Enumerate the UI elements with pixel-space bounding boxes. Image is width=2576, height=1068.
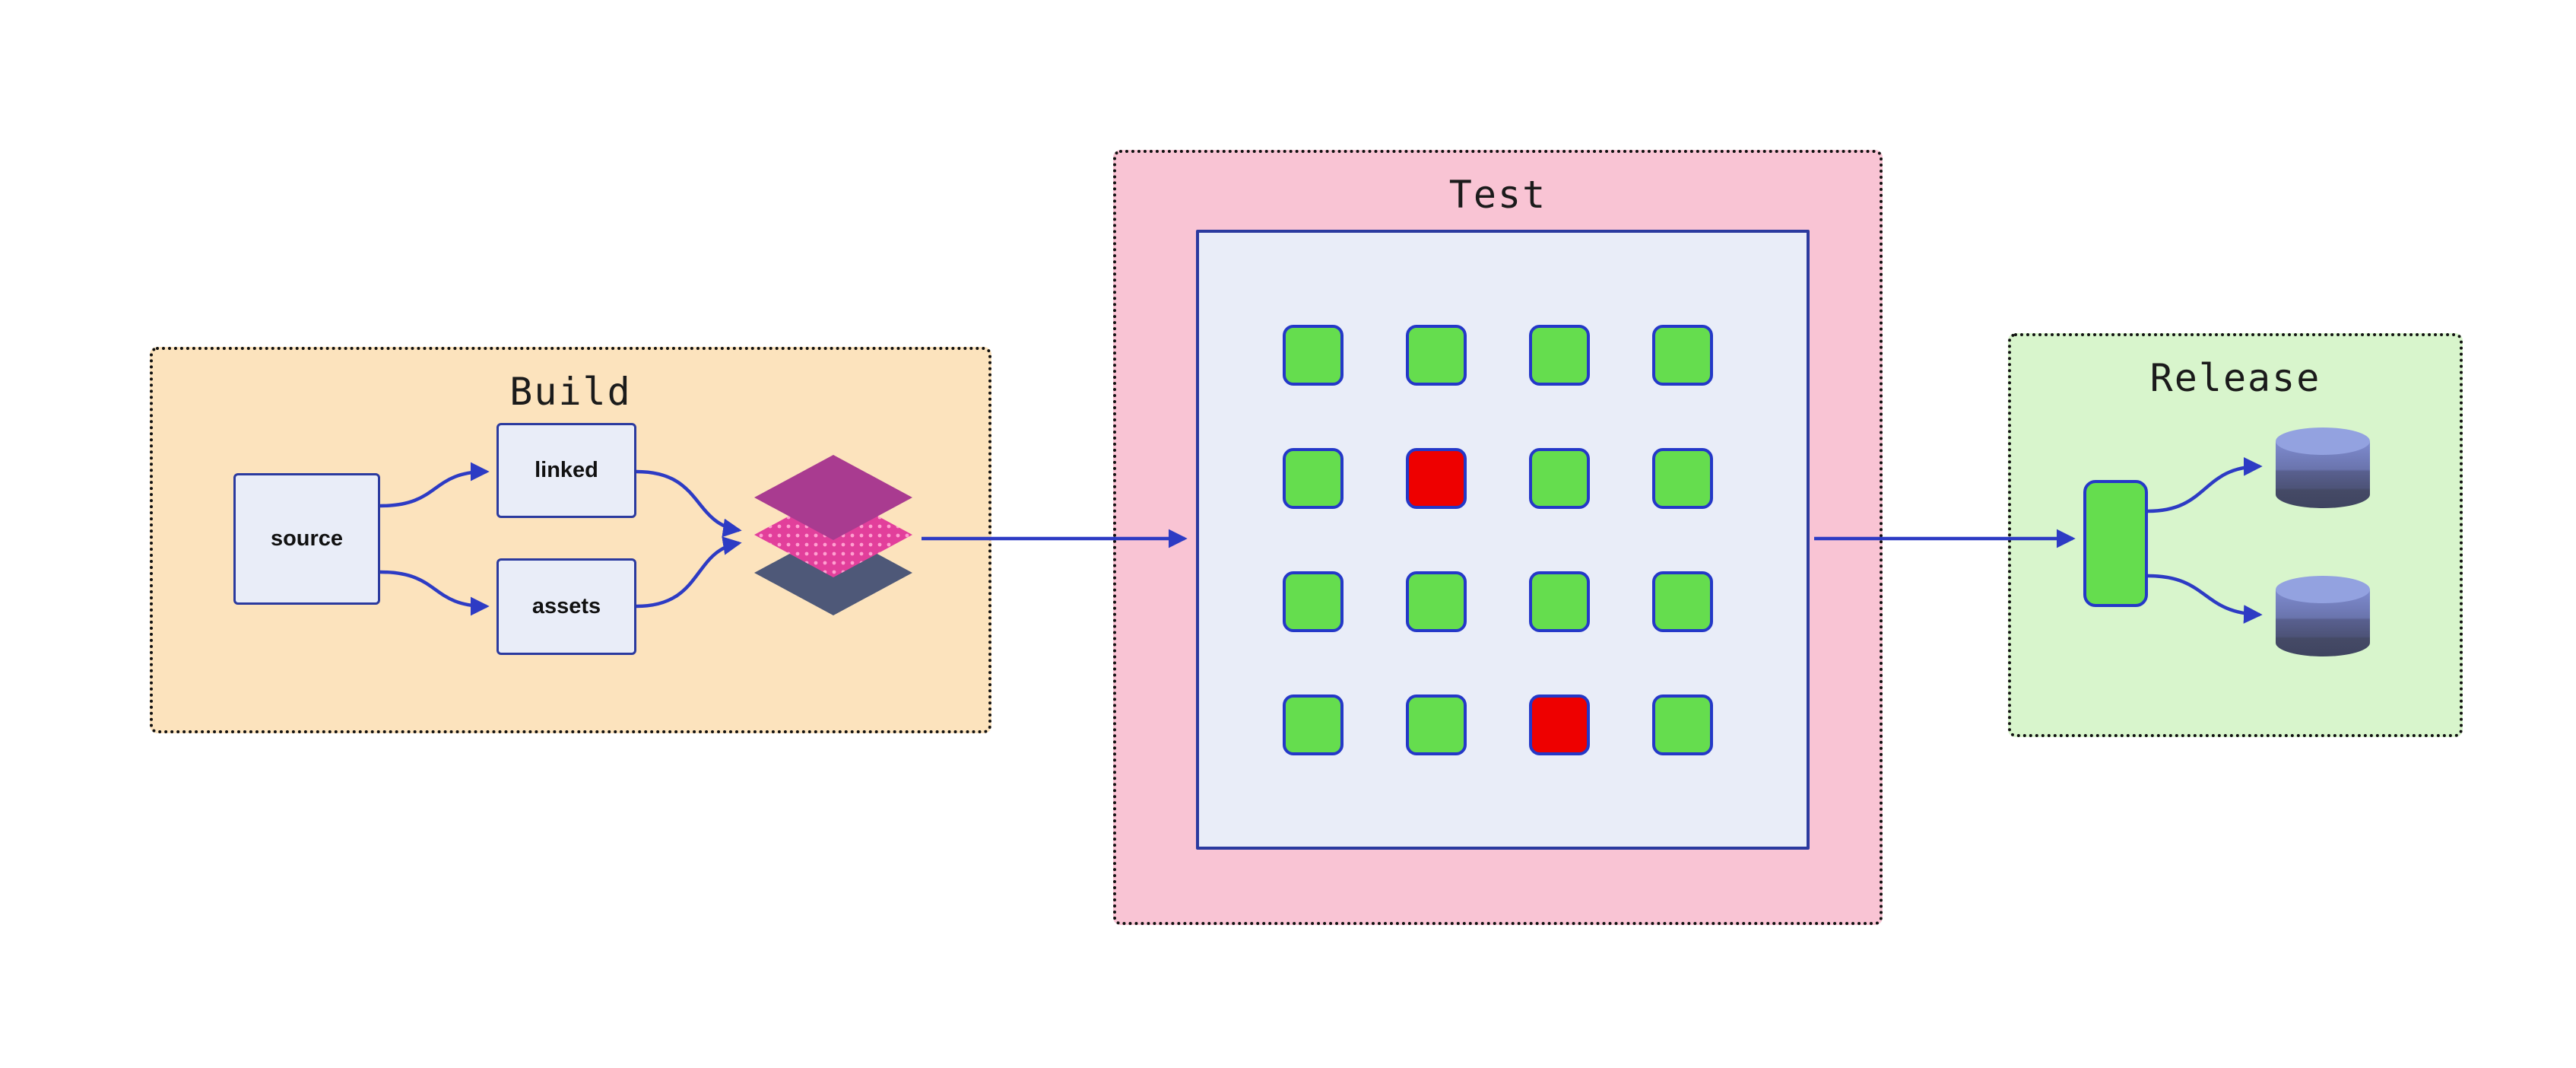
test-result-cell-pass: [1283, 571, 1344, 632]
test-stage-title: Test: [1448, 173, 1547, 217]
test-result-cell-pass: [1529, 448, 1590, 509]
build-stage-title: Build: [509, 370, 632, 414]
assets-node: assets: [496, 558, 636, 655]
test-result-cell-pass: [1406, 325, 1467, 386]
test-result-cell-pass: [1652, 571, 1713, 632]
test-result-grid: [1283, 325, 1713, 755]
test-result-cell-pass: [1406, 571, 1467, 632]
linked-node-label: linked: [535, 458, 598, 482]
test-result-cell-fail: [1529, 695, 1590, 755]
test-result-cell-pass: [1652, 448, 1713, 509]
test-result-cell-pass: [1529, 325, 1590, 386]
test-result-cell-pass: [1406, 695, 1467, 755]
artifact-icon: [2083, 480, 2148, 607]
test-result-cell-pass: [1652, 695, 1713, 755]
release-stage: Release: [2008, 333, 2463, 737]
test-result-cell-fail: [1406, 448, 1467, 509]
test-result-cell-pass: [1652, 325, 1713, 386]
test-result-cell-pass: [1283, 448, 1344, 509]
assets-node-label: assets: [531, 594, 601, 618]
source-node: source: [233, 473, 380, 605]
test-result-cell-pass: [1529, 571, 1590, 632]
linked-node: linked: [496, 423, 636, 518]
database-icon-top: [2276, 428, 2370, 508]
test-result-cell-pass: [1283, 695, 1344, 755]
source-node-label: source: [270, 526, 344, 551]
test-result-cell-pass: [1283, 325, 1344, 386]
database-icon-bottom: [2276, 576, 2370, 656]
layer-top: [754, 455, 912, 540]
layer-stack-icon: [754, 455, 912, 615]
release-stage-title: Release: [2149, 356, 2321, 400]
